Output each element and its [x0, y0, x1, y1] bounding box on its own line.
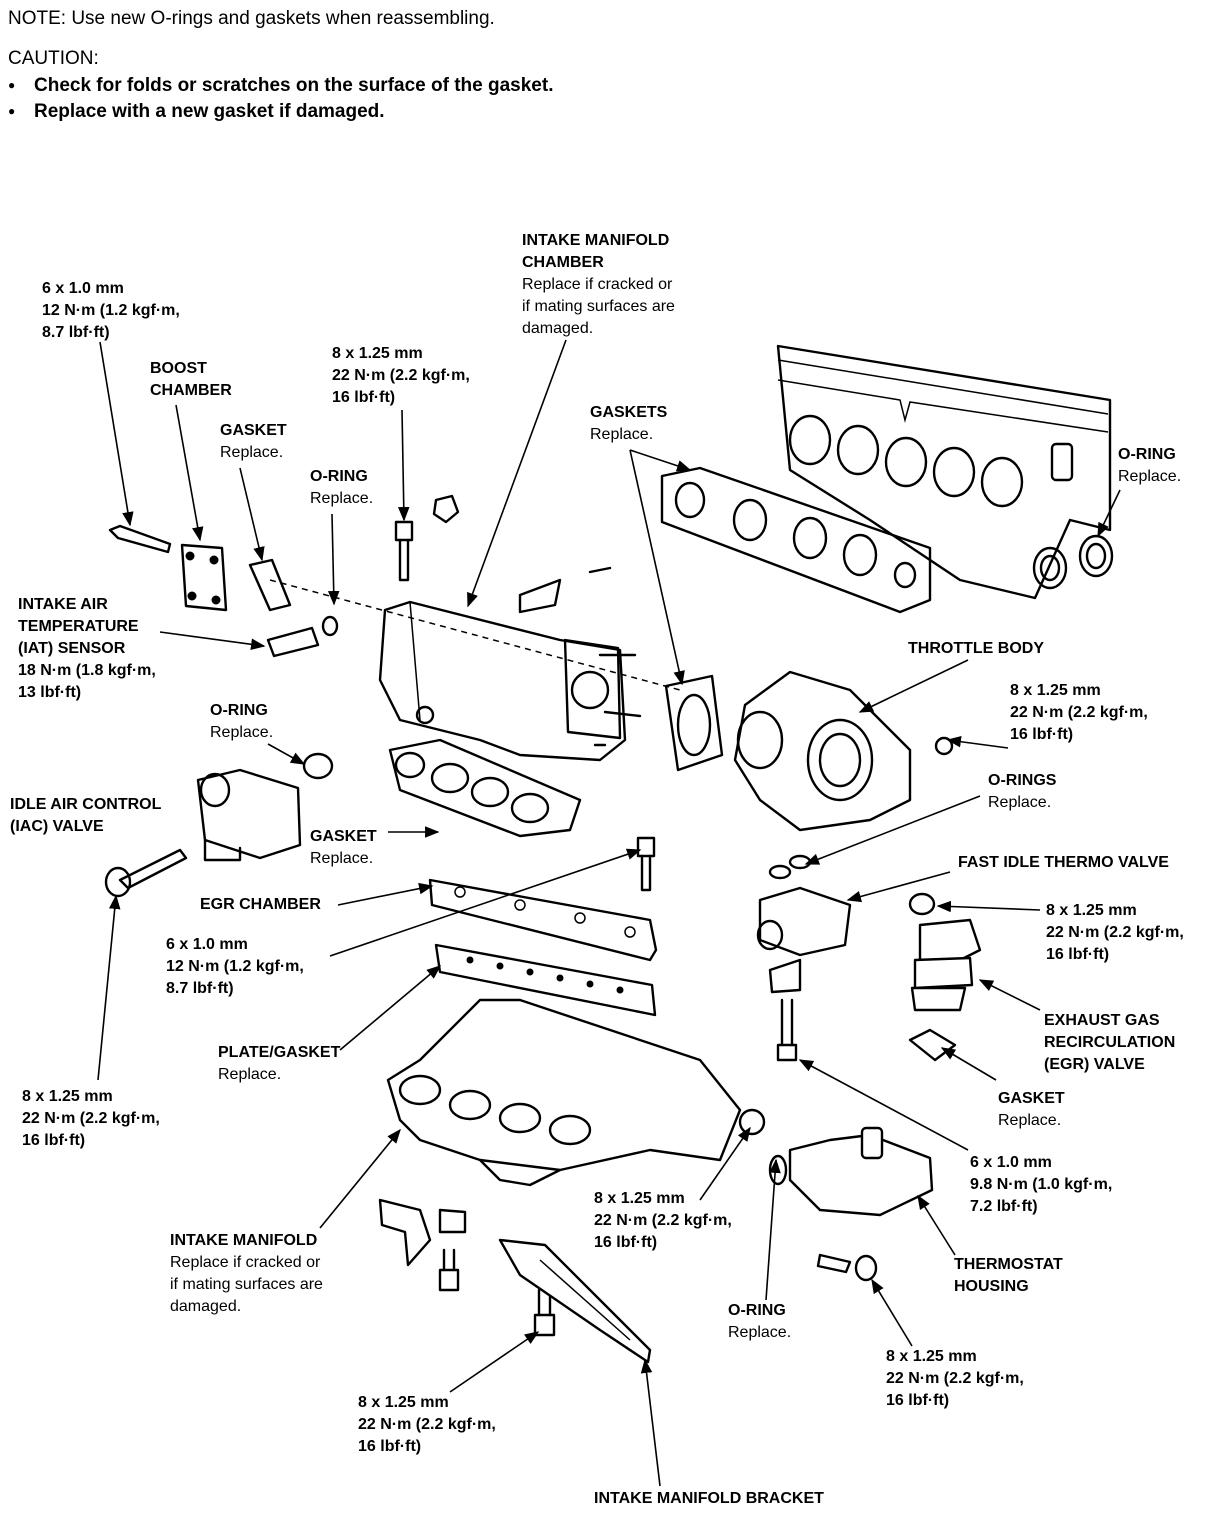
throttle-body-shape [733, 670, 954, 832]
vertical-bolts [394, 494, 798, 1337]
iat-sensor-shape [266, 615, 339, 658]
caution-list: Check for folds or scratches on the surf… [8, 73, 553, 124]
label-gaskets: GASKETS Replace. [590, 404, 668, 443]
thermostat-housing-shape [768, 1126, 934, 1282]
fast-idle-valve-shape [756, 854, 852, 994]
mid-gasket-shape [388, 738, 582, 838]
label-fast-idle-thermo-valve: FAST IDLE THERMO VALVE [958, 854, 1169, 871]
leader-lines [97, 339, 1121, 1487]
label-egr-chamber: EGR CHAMBER [200, 896, 321, 913]
cylinder-head [776, 344, 1112, 600]
label-bolt-8x125-center: 8 x 1.25 mm 22 N·m (2.2 kgf·m, 16 lbf·ft… [594, 1190, 732, 1251]
label-bolt-8x125-egr: 8 x 1.25 mm 22 N·m (2.2 kgf·m, 16 lbf·ft… [1046, 902, 1184, 963]
intake-manifold-shape [386, 998, 766, 1187]
label-iac-valve: IDLE AIR CONTROL (IAC) VALVE [10, 796, 162, 835]
label-boost-chamber: BOOST CHAMBER [150, 360, 232, 399]
intake-gasket-shape [660, 466, 932, 614]
label-oring-iac: O-RING Replace. [210, 702, 274, 741]
label-gasket-mid: GASKET Replace. [310, 828, 377, 867]
label-oring-bottom: O-RING Replace. [728, 1302, 792, 1341]
label-intake-manifold-chamber: INTAKE MANIFOLD CHAMBER Replace if crack… [522, 232, 675, 337]
label-gasket-egr: GASKET Replace. [998, 1090, 1065, 1129]
head-oring-shapes [1032, 534, 1114, 590]
label-bolt-8x125-left: 8 x 1.25 mm 22 N·m (2.2 kgf·m, 16 lbf·ft… [22, 1088, 160, 1149]
label-bolt-8x125-thermo: 8 x 1.25 mm 22 N·m (2.2 kgf·m, 16 lbf·ft… [886, 1348, 1024, 1409]
intake-chamber-shape [378, 566, 642, 762]
label-oring-right: O-RING Replace. [1118, 446, 1182, 485]
iac-valve-shape [104, 752, 334, 898]
label-oring-top: O-RING Replace. [310, 468, 374, 507]
label-gasket-boost: GASKET Replace. [220, 422, 287, 461]
caution-item-folds: Check for folds or scratches on the surf… [8, 73, 553, 99]
label-throttle-body: THROTTLE BODY [908, 640, 1044, 657]
label-intake-manifold-bracket: INTAKE MANIFOLD BRACKET [594, 1490, 824, 1507]
reassembly-note: NOTE: Use new O-rings and gaskets when r… [8, 8, 495, 29]
label-iat-sensor: INTAKE AIR TEMPERATURE (IAT) SENSOR 18 N… [18, 596, 156, 701]
throttle-gasket-shape [664, 674, 724, 772]
caution-item-replace: Replace with a new gasket if damaged. [8, 99, 553, 125]
label-plate-gasket: PLATE/GASKET Replace. [218, 1044, 341, 1083]
label-bolt-6x10-top: 6 x 1.0 mm 12 N·m (1.2 kgf·m, 8.7 lbf·ft… [42, 280, 180, 341]
caution-title: CAUTION: [8, 47, 99, 69]
label-thermostat-housing: THERMOSTAT HOUSING [954, 1256, 1063, 1295]
egr-valve-shape [908, 892, 982, 1062]
boost-chamber-shape [108, 524, 228, 612]
egr-chamber-shape [428, 878, 658, 962]
label-bolt-6x10-mid: 6 x 1.0 mm 12 N·m (1.2 kgf·m, 8.7 lbf·ft… [166, 936, 304, 997]
label-bolt-8x125-top: 8 x 1.25 mm 22 N·m (2.2 kgf·m, 16 lbf·ft… [332, 345, 470, 406]
label-orings: O-RINGS Replace. [988, 772, 1057, 811]
label-egr-valve: EXHAUST GAS RECIRCULATION (EGR) VALVE [1044, 1012, 1176, 1073]
label-bolt-6x10-thermo: 6 x 1.0 mm 9.8 N·m (1.0 kgf·m, 7.2 lbf·f… [970, 1154, 1113, 1215]
header-notes: NOTE: Use new O-rings and gaskets when r… [8, 6, 553, 125]
label-intake-manifold: INTAKE MANIFOLD Replace if cracked or if… [170, 1232, 323, 1315]
plate-gasket-shape [434, 943, 657, 1017]
boost-gasket-shape [248, 558, 292, 612]
label-bolt-8x125-throttle: 8 x 1.25 mm 22 N·m (2.2 kgf·m, 16 lbf·ft… [1010, 682, 1148, 743]
label-bolt-8x125-bottom: 8 x 1.25 mm 22 N·m (2.2 kgf·m, 16 lbf·ft… [358, 1394, 496, 1455]
